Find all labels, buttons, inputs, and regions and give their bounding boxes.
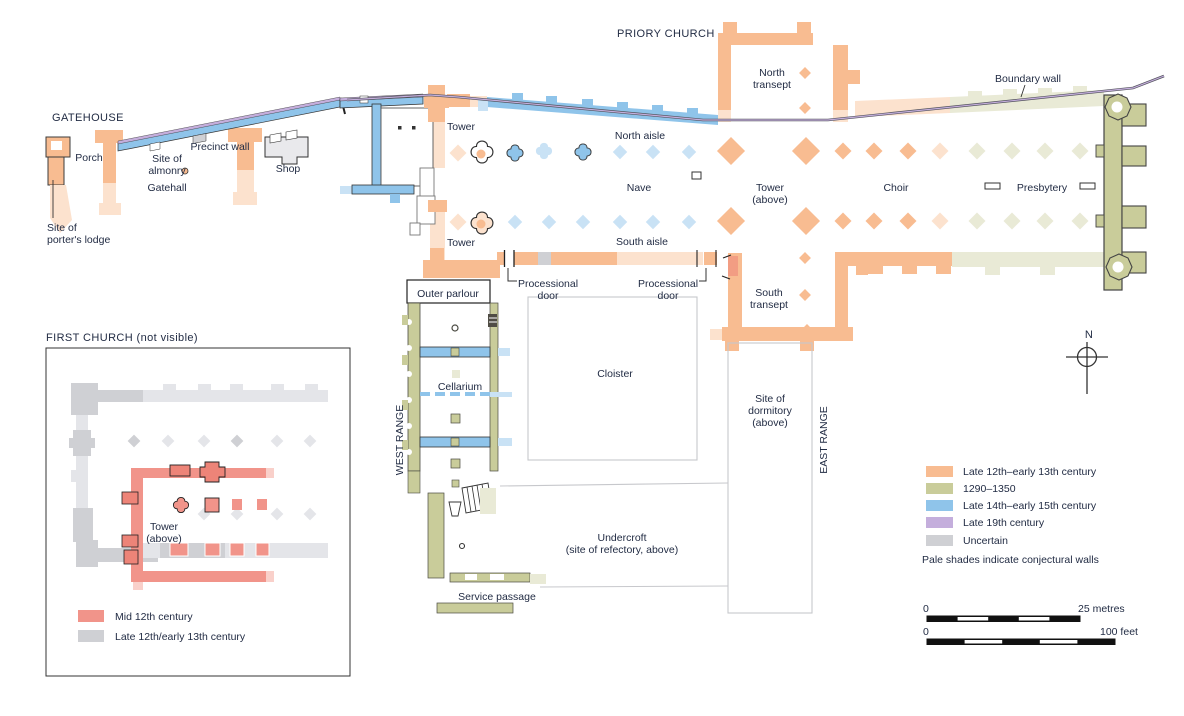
south-aisle-label: South aisle <box>616 236 668 248</box>
nave-label: Nave <box>627 182 652 194</box>
undercroft-label-2: (site of refectory, above) <box>566 544 678 556</box>
inset-tower-label-1: Tower <box>150 521 179 533</box>
cloister-label: Cloister <box>597 368 633 380</box>
dormitory-label-3: (above) <box>752 417 788 429</box>
gatehouse-title: GATEHOUSE <box>52 112 124 124</box>
porters-lodge-label-2: porter's lodge <box>47 234 110 246</box>
tower-above-label-1: Tower <box>756 182 785 194</box>
north-aisle-label: North aisle <box>615 130 665 142</box>
north-label: N <box>1085 329 1093 341</box>
legend-note: Pale shades indicate conjectural walls <box>922 554 1099 566</box>
north-transept-label-1: North <box>759 67 785 79</box>
north-transept-label-2: transept <box>753 79 791 91</box>
presbytery-label: Presbytery <box>1017 182 1068 194</box>
processional-door-2-label-2: door <box>657 290 679 302</box>
nave-piers <box>470 140 702 235</box>
precinct-wall <box>117 96 346 152</box>
boundary-wall-line <box>346 74 1165 122</box>
tower-above-label-2: (above) <box>752 194 788 206</box>
dormitory-label-1: Site of <box>755 393 785 405</box>
legend-label-3: Late 19th century <box>963 517 1045 529</box>
undercroft-label-1: Undercroft <box>597 532 646 544</box>
feet-zero: 0 <box>923 626 929 638</box>
legend-swatch-3 <box>926 517 953 528</box>
legend-swatch-4 <box>926 535 953 546</box>
metres-zero: 0 <box>923 603 929 615</box>
south-transept-walls <box>710 253 868 351</box>
almonry-label-2: almonry <box>148 165 186 177</box>
outer-parlour-box <box>406 279 491 304</box>
inset-legend-label-0: Mid 12th century <box>115 611 193 623</box>
presbytery-east-front <box>984 93 1147 291</box>
cloister-outline <box>527 296 698 461</box>
first-church-inset: FIRST CHURCH (not visible) <box>45 332 351 677</box>
processional-door-1-label-1: Processional <box>518 278 578 290</box>
porch-label: Porch <box>75 152 103 164</box>
cellarium-label: Cellarium <box>438 381 483 393</box>
legend-swatch-0 <box>926 466 953 477</box>
gatehouse-plan <box>45 128 309 233</box>
dormitory-label-2: dormitory <box>748 405 793 417</box>
shop-label: Shop <box>276 163 301 175</box>
service-passage-label: Service passage <box>458 591 536 603</box>
porters-lodge-label-1: Site of <box>47 222 77 234</box>
north-arrow <box>1066 342 1108 394</box>
legend-label-2: Late 14th–early 15th century <box>963 500 1097 512</box>
north-transept-walls <box>718 22 860 122</box>
south-transept-label-1: South <box>755 287 783 299</box>
legend-swatch-1 <box>926 483 953 494</box>
outer-parlour-label: Outer parlour <box>417 288 479 300</box>
tower-nw-label: Tower <box>447 121 476 133</box>
tower-sw-label: Tower <box>447 237 476 249</box>
legend-label-1: 1290–1350 <box>963 483 1016 495</box>
west-range-walls <box>402 279 546 614</box>
processional-door-1-label-2: door <box>537 290 559 302</box>
west-front <box>339 85 487 260</box>
boundary-wall-label: Boundary wall <box>995 73 1061 85</box>
legend-swatch-2 <box>926 500 953 511</box>
scale-bars: 0 25 metres 0 100 feet <box>923 603 1138 645</box>
processional-door-2-label-1: Processional <box>638 278 698 290</box>
south-transept-label-2: transept <box>750 299 788 311</box>
legend-label-0: Late 12th–early 13th century <box>963 466 1097 478</box>
almonry-label-1: Site of <box>152 153 182 165</box>
gatehall-label: Gatehall <box>147 182 186 194</box>
priory-church-title: PRIORY CHURCH <box>617 28 715 40</box>
dormitory-outline <box>727 342 813 614</box>
feet-max: 100 feet <box>1100 626 1138 638</box>
legend: Late 12th–early 13th century 1290–1350 L… <box>922 466 1099 566</box>
inset-tower-label-2: (above) <box>146 533 182 545</box>
inset-title: FIRST CHURCH (not visible) <box>46 332 198 344</box>
precinct-wall-label: Precinct wall <box>191 141 250 153</box>
plan-labels: PRIORY CHURCH GATEHOUSE Porch Gatehall S… <box>47 28 1093 603</box>
cloister-and-ranges <box>499 296 813 614</box>
inset-legend-swatch-0 <box>78 610 104 622</box>
shop-building <box>264 136 309 165</box>
choir-label: Choir <box>883 182 909 194</box>
inset-legend-swatch-1 <box>78 630 104 642</box>
east-range-label: EAST RANGE <box>818 406 830 474</box>
inset-legend-label-1: Late 12th/early 13th century <box>115 631 246 643</box>
metres-max: 25 metres <box>1078 603 1125 615</box>
west-range-label: WEST RANGE <box>394 405 406 475</box>
legend-label-4: Uncertain <box>963 535 1008 547</box>
